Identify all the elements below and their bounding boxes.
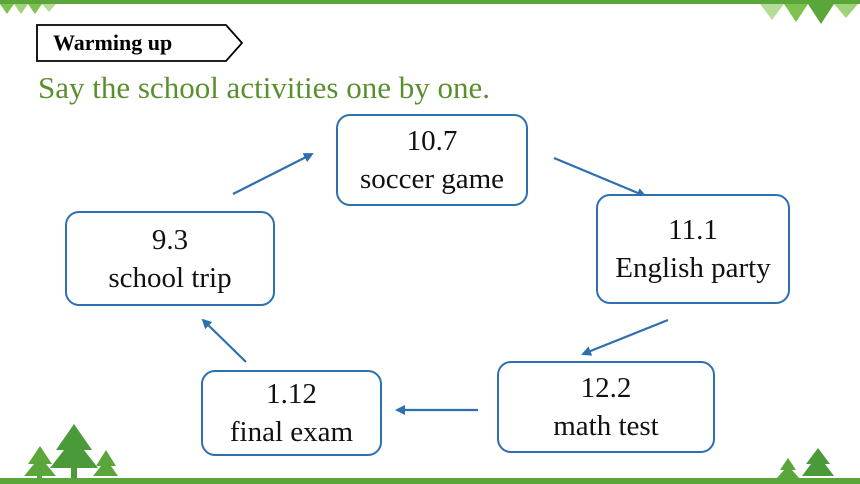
activity-name: soccer game <box>359 163 505 195</box>
activity-date: 1.12 <box>266 378 317 410</box>
activity-name: English party <box>615 252 771 284</box>
arrow-soccer-to-english <box>553 156 647 198</box>
tag-chevron-icon <box>36 24 244 62</box>
activity-name: school trip <box>108 261 232 294</box>
activity-node-math-test: 12.2 math test <box>497 361 715 453</box>
section-tag-label: Warming up <box>53 30 173 55</box>
activity-node-english-party: 11.1 English party <box>596 194 790 304</box>
activity-node-school-trip: 9.3 school trip <box>65 211 275 306</box>
activity-date: 11.1 <box>668 214 718 246</box>
instruction-text: Say the school activities one by one. <box>38 70 490 105</box>
activity-node-soccer-game: 10.7 soccer game <box>336 114 528 206</box>
activity-name: math test <box>553 410 659 442</box>
triangle-pattern-icon <box>0 4 56 14</box>
activity-node-final-exam: 1.12 final exam <box>201 370 382 456</box>
arrow-trip-to-soccer <box>232 153 314 195</box>
pine-tree-icon <box>24 424 118 480</box>
pine-tree-icon <box>777 448 834 478</box>
top-accent-bar <box>0 0 860 4</box>
activity-name: final exam <box>229 416 354 448</box>
arrow-final-to-trip <box>201 318 247 363</box>
triangle-pattern-icon <box>760 4 858 24</box>
activity-date: 12.2 <box>580 372 632 404</box>
activity-date: 10.7 <box>406 125 458 157</box>
bottom-accent-bar <box>0 478 860 484</box>
activity-date: 9.3 <box>151 223 189 256</box>
arrow-english-to-math <box>581 318 669 356</box>
